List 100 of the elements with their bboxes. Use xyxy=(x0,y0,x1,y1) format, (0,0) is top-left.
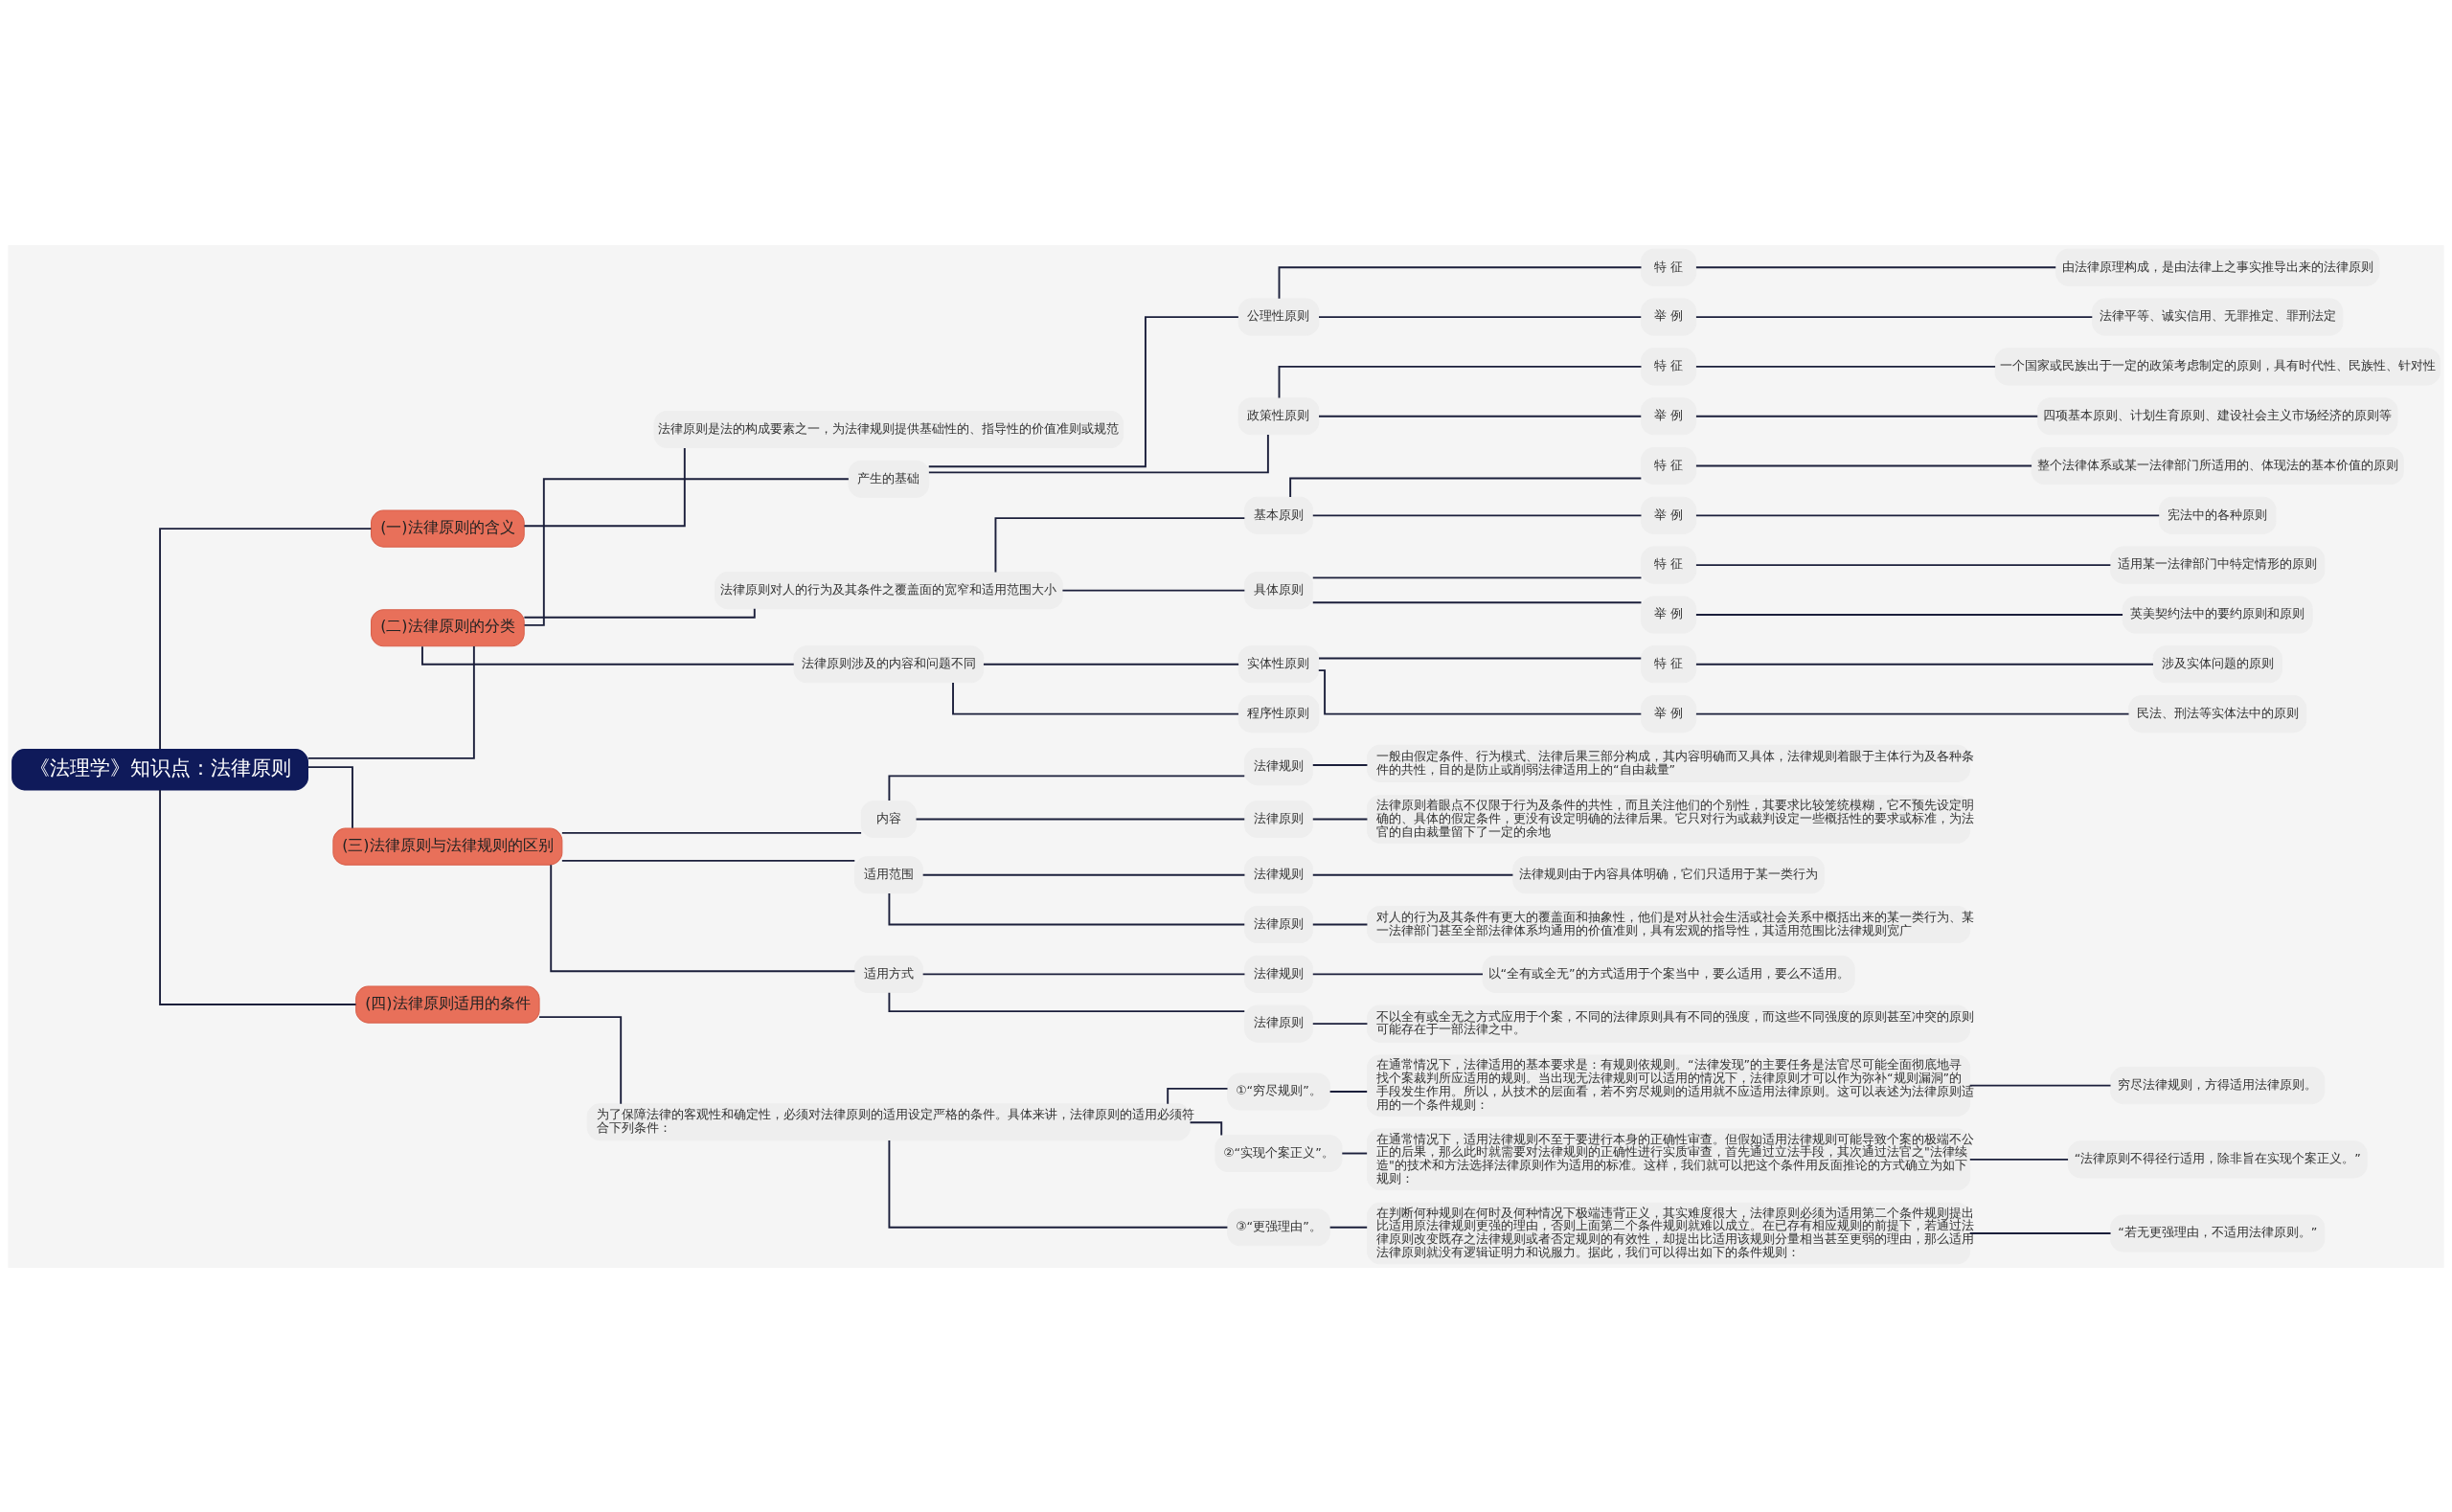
connector xyxy=(1328,1090,1369,1093)
node-box: 整个法律体系或某一法律部门所适用的、体现法的基本价值的原则 xyxy=(2031,446,2404,485)
node-box: 举 例 xyxy=(1641,496,1697,534)
node-box: 政策性原则 xyxy=(1237,396,1320,435)
node-box: 法律原则对人的行为及其条件之覆盖面的宽窄和适用范围大小 xyxy=(715,571,1063,609)
connector xyxy=(888,891,1246,925)
connector xyxy=(1694,315,2094,318)
node-box: 一个国家或民族出于一定的政策考虑制定的原则，具有时代性、民族性、针对性 xyxy=(1994,347,2441,385)
node-box: 宪法中的各种原则 xyxy=(2158,496,2277,534)
node-box: 举 例 xyxy=(1641,298,1697,336)
node-box: 适用范围 xyxy=(853,855,923,893)
node-box: (一)法律原则的含义 xyxy=(371,509,525,548)
connector xyxy=(1189,1120,1223,1136)
connector xyxy=(560,831,863,834)
node-box: 法律规则 xyxy=(1244,747,1313,785)
connector xyxy=(523,446,686,527)
node-box: 特 征 xyxy=(1641,644,1697,683)
connector xyxy=(1694,712,2130,715)
connector xyxy=(1328,1226,1369,1229)
connector xyxy=(994,516,1246,573)
node-box: 内容 xyxy=(860,800,917,838)
node-box: 由法律原理构成，是由法律上之事实推导出来的法律原则 xyxy=(2055,248,2380,286)
node-box: 不以全有或全无之方式应用于个案，不同的法律原则具有不同的强度，而这些不同强度的原则甚至冲突的原则可能存在于一部法律之中。 xyxy=(1367,1004,1971,1043)
connector xyxy=(306,765,353,829)
connector xyxy=(1694,365,1997,368)
connector xyxy=(159,788,357,1005)
connector xyxy=(1311,1022,1369,1025)
connector xyxy=(1311,873,1514,876)
connector xyxy=(1694,613,2124,616)
node-box: 法律平等、诚实信用、无罪推定、罪刑法定 xyxy=(2092,298,2344,336)
connector xyxy=(538,1015,623,1105)
connector xyxy=(1341,1152,1369,1154)
connector xyxy=(1061,589,1246,592)
connector xyxy=(1968,1158,2069,1161)
node-box: 英美契约法中的要约原则和原则 xyxy=(2122,595,2313,633)
connector xyxy=(421,644,795,666)
node-box: “法律原则不得径行适用，除非旨在实现个案正义。” xyxy=(2067,1140,2368,1178)
node-box: 法律原则 xyxy=(1244,800,1313,838)
connector xyxy=(1968,1084,2112,1087)
node-box: 法律原则 xyxy=(1244,1004,1313,1043)
node-box: 涉及实体问题的原则 xyxy=(2152,644,2282,683)
node-box: 特 征 xyxy=(1641,446,1697,485)
node-box: 法律规则由于内容具体明确，它们只适用于某一类行为 xyxy=(1512,855,1825,893)
node-box: 法律原则是法的构成要素之一，为法律规则提供基础性的、指导性的价值准则或规范 xyxy=(653,410,1124,448)
node-box: 法律原则涉及的内容和问题不同 xyxy=(793,644,985,683)
node-box: 适用某一法律部门中特定情形的原则 xyxy=(2110,546,2326,584)
node-box: 举 例 xyxy=(1641,694,1697,733)
connector xyxy=(921,873,1246,876)
connector xyxy=(1311,972,1484,975)
connector xyxy=(1289,477,1643,498)
node-box: 基本原则 xyxy=(1244,496,1313,534)
node-box: 公理性原则 xyxy=(1237,298,1320,336)
node-box: 产生的基础 xyxy=(848,460,930,498)
node-box: 《法理学》知识点：法律原则 xyxy=(11,748,308,790)
connector xyxy=(952,681,1239,715)
node-box: “若无更强理由，不适用法律原则。” xyxy=(2110,1214,2326,1252)
connector xyxy=(523,477,850,626)
connector xyxy=(1318,315,1643,318)
node-box: 程序性原则 xyxy=(1237,694,1320,733)
connector xyxy=(1278,265,1643,300)
node-box: 法律原则 xyxy=(1244,905,1313,943)
connector xyxy=(927,433,1269,473)
node-box: 四项基本原则、计划生育原则、建设社会主义市场经济的原则等 xyxy=(2037,396,2398,435)
connector xyxy=(1968,1231,2112,1234)
node-box: 一般由假定条件、行为模式、法律后果三部分构成，其内容明确而又具体，法律规则着眼于主体行为及各种条件的共性，目的是防止或削弱法律适用上的“自由裁量” xyxy=(1367,744,1971,782)
node-box: ②“实现个案正义”。 xyxy=(1215,1134,1343,1172)
connector xyxy=(1311,600,1643,603)
node-box: (四)法律原则适用的条件 xyxy=(355,985,540,1024)
node-box: 具体原则 xyxy=(1244,571,1313,609)
connector xyxy=(1311,818,1369,820)
connector xyxy=(1318,656,1643,659)
node-box: 特 征 xyxy=(1641,546,1697,584)
node-box: 以“全有或全无”的方式适用于个案当中，要么适用，要么不适用。 xyxy=(1482,955,1855,993)
connector xyxy=(1311,513,1643,516)
connector xyxy=(1694,513,2161,516)
node-box: 民法、刑法等实体法中的原则 xyxy=(2128,694,2307,733)
connector xyxy=(921,972,1246,975)
connector xyxy=(1318,415,1643,417)
connector xyxy=(888,774,1246,801)
connector xyxy=(1311,575,1643,578)
connector xyxy=(1694,464,2032,466)
node-box: 穷尽法律规则，方得适用法律原则。 xyxy=(2110,1066,2326,1104)
node-box: ③“更强理由”。 xyxy=(1227,1207,1330,1246)
node-box: ①“穷尽规则”。 xyxy=(1227,1072,1330,1111)
connector xyxy=(1317,668,1643,715)
connector xyxy=(927,315,1239,467)
connector xyxy=(1278,365,1643,398)
connector xyxy=(888,991,1246,1012)
connector xyxy=(1694,265,2057,268)
node-box: 特 征 xyxy=(1641,347,1697,385)
connector xyxy=(1167,1087,1229,1105)
node-box: 法律规则 xyxy=(1244,955,1313,993)
node-box: 法律规则 xyxy=(1244,855,1313,893)
node-box: 适用方式 xyxy=(853,955,923,993)
connector xyxy=(1311,923,1369,925)
connector xyxy=(550,863,856,972)
node-box: (二)法律原则的分类 xyxy=(371,608,525,646)
connector xyxy=(306,644,475,759)
connector xyxy=(888,1139,1229,1229)
connector xyxy=(560,859,856,862)
